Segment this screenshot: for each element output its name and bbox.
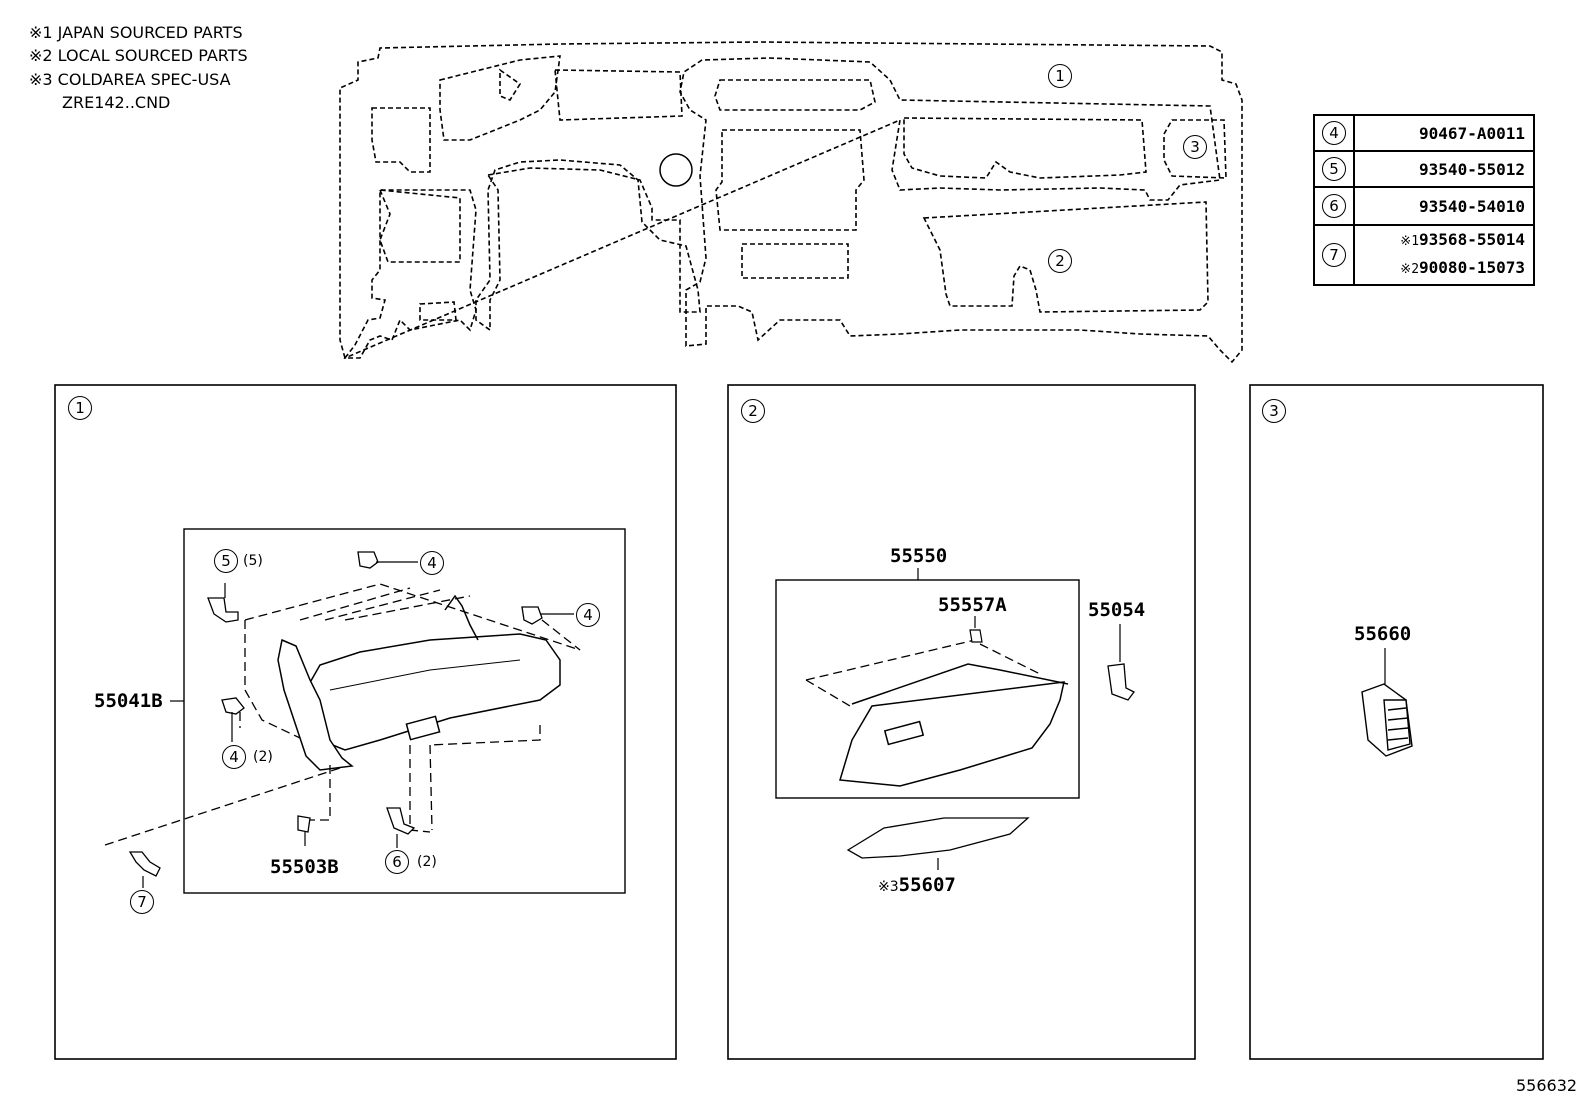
- panel-3-frame: [1249, 384, 1544, 1060]
- part-number-5: 93540-55012: [1353, 150, 1535, 188]
- table-key-7: 7: [1322, 243, 1346, 267]
- label-55054: 55054: [1088, 599, 1146, 621]
- label-55550: 55550: [890, 545, 948, 567]
- overview-callout-2: 2: [1048, 249, 1072, 273]
- label-55660: 55660: [1354, 623, 1412, 645]
- qty-6: (2): [417, 854, 437, 870]
- vent-outline: [659, 153, 693, 187]
- diagram-id: 556632: [1516, 1076, 1578, 1095]
- panel-1-frame: [54, 384, 677, 1060]
- parts-number-table: 4 90467-A0011 5 93540-55012 6 93540-5401…: [1313, 114, 1535, 286]
- panel-1-inner-frame: [183, 528, 626, 894]
- callout-6: 6: [385, 850, 409, 874]
- label-55607: ※355607: [878, 874, 956, 896]
- part-number-4: 90467-A0011: [1353, 114, 1535, 152]
- fastener-icons: [128, 551, 543, 877]
- leader-lines: [142, 561, 1386, 888]
- table-key-5: 5: [1322, 157, 1346, 181]
- label-55557A: 55557A: [938, 594, 1007, 616]
- callout-4-top: 4: [420, 551, 444, 575]
- panel-1-number: 1: [68, 396, 92, 420]
- panel-3-number: 3: [1262, 399, 1286, 423]
- label-55503B: 55503B: [270, 856, 339, 878]
- lock-icon: [1107, 663, 1135, 701]
- table-row: 7 ※193568-55014 ※290080-15073: [1313, 224, 1535, 286]
- callout-4-left: 4: [222, 745, 246, 769]
- panel-1-dashed-leaders: [104, 583, 581, 846]
- instrument-panel-overview: [339, 41, 1243, 364]
- duct-icon: [846, 817, 1030, 859]
- note-model-code: ZRE142..CND: [62, 93, 171, 112]
- part-number-6: 93540-54010: [1353, 186, 1535, 226]
- air-register-icon: [1361, 683, 1413, 757]
- table-key-6: 6: [1322, 194, 1346, 218]
- callout-4-right: 4: [576, 603, 600, 627]
- part-number-7-japan: ※193568-55014: [1400, 230, 1525, 249]
- panel-2-frame: [727, 384, 1196, 1060]
- note-japan-sourced: ※1 JAPAN SOURCED PARTS: [29, 23, 243, 42]
- damper-icon: [969, 629, 983, 643]
- glove-box: [839, 663, 1069, 787]
- label-55041B: 55041B: [94, 690, 163, 712]
- note-local-sourced: ※2 LOCAL SOURCED PARTS: [29, 46, 248, 65]
- overview-callout-1: 1: [1048, 64, 1072, 88]
- table-row: 4 90467-A0011: [1313, 114, 1535, 152]
- qty-5: (5): [243, 553, 263, 569]
- callout-7: 7: [130, 890, 154, 914]
- panel-2-inner-frame: [775, 579, 1080, 799]
- callout-5: 5: [214, 549, 238, 573]
- qty-4: (2): [253, 749, 273, 765]
- table-row: 5 93540-55012: [1313, 150, 1535, 188]
- panel-2-number: 2: [741, 399, 765, 423]
- table-key-4: 4: [1322, 121, 1346, 145]
- note-coldarea: ※3 COLDAREA SPEC-USA: [29, 70, 231, 89]
- panel-2-dashed-leaders: [805, 639, 1041, 707]
- table-row: 6 93540-54010: [1313, 186, 1535, 226]
- part-number-7-local: ※290080-15073: [1400, 258, 1525, 277]
- overview-callout-3: 3: [1183, 135, 1207, 159]
- glove-compartment-door: [277, 594, 561, 771]
